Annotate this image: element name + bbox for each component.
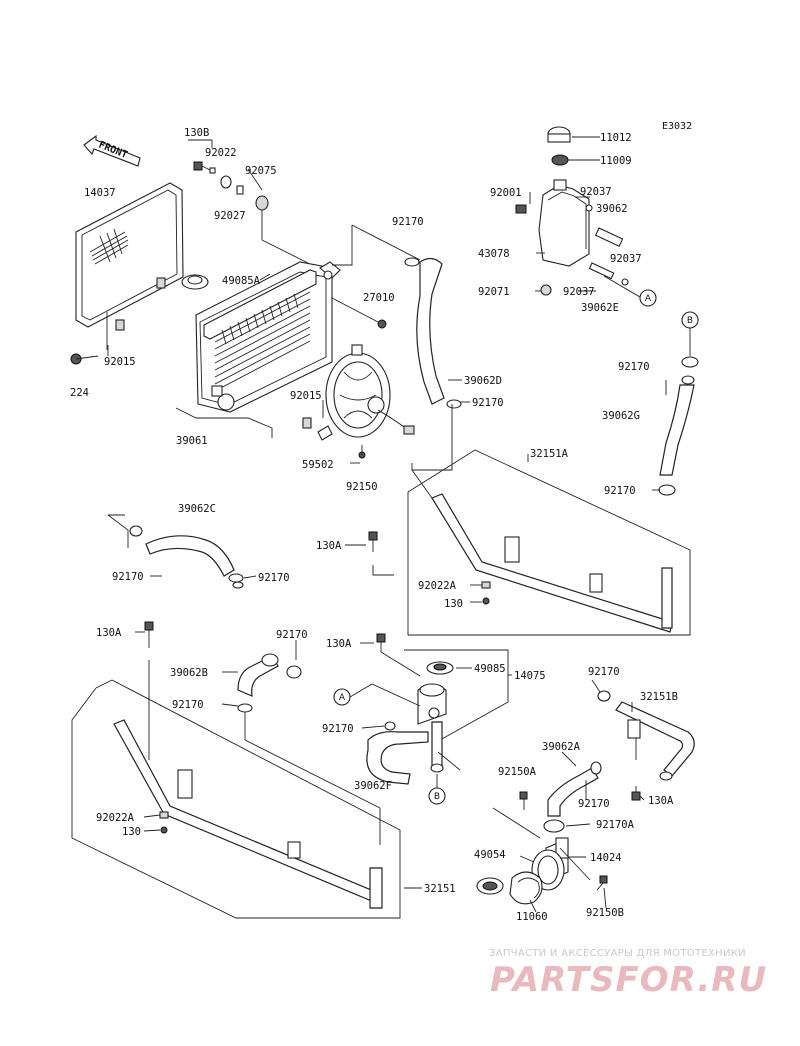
callout-a-lower-label: A — [339, 693, 346, 703]
callout-a-upper: A — [639, 289, 657, 307]
part-label-130-2: 130 — [122, 826, 141, 838]
part-label-130a-4: 130A — [648, 795, 674, 807]
callout-a-upper-label: A — [645, 294, 652, 304]
part-label-130-1: 130 — [444, 598, 463, 610]
part-label-11060: 11060 — [516, 911, 548, 923]
part-label-92170-a: 92170 — [392, 216, 424, 228]
part-label-92075: 92075 — [245, 165, 277, 177]
part-label-39061: 39061 — [176, 435, 208, 447]
diagram-code: E3032 — [662, 121, 692, 132]
part-label-32151a: 32151A — [530, 448, 569, 460]
part-label-11012: 11012 — [600, 132, 632, 144]
part-label-92027: 92027 — [214, 210, 246, 222]
pipe-32151a-part — [407, 449, 691, 636]
part-label-224: 224 — [70, 387, 89, 399]
part-label-32151: 32151 — [424, 883, 456, 895]
leader-lines — [107, 136, 667, 913]
part-label-39062e: 39062E — [581, 302, 619, 314]
part-label-92015-b: 92015 — [290, 390, 322, 402]
part-label-92170-i: 92170 — [322, 723, 354, 735]
part-label-92015-a: 92015 — [104, 356, 136, 368]
part-label-92037-b: 92037 — [610, 253, 642, 265]
top-fasteners — [70, 161, 309, 365]
pipe-32151b-part — [597, 690, 695, 801]
water-pump-parts — [476, 761, 608, 905]
callout-b-lower-label: B — [434, 792, 440, 802]
part-label-39062d: 39062D — [464, 375, 502, 387]
part-label-92170-g: 92170 — [276, 629, 308, 641]
part-label-92150b: 92150B — [586, 907, 624, 919]
part-label-39062b: 39062B — [170, 667, 208, 679]
part-label-49054: 49054 — [474, 849, 506, 861]
callout-b-upper-label: B — [687, 316, 693, 326]
thermostat-housing-part — [366, 633, 509, 788]
callout-a-lower: A — [333, 688, 351, 706]
part-label-92150a: 92150A — [498, 766, 537, 778]
part-label-92150: 92150 — [346, 481, 378, 493]
part-label-92170-b: 92170 — [472, 397, 504, 409]
watermark-logo: PARTSFOR.RU — [490, 960, 768, 1000]
part-label-130b: 130B — [184, 127, 209, 139]
part-label-59502: 59502 — [302, 459, 334, 471]
front-label: FRONT — [97, 140, 129, 161]
part-label-92170-c: 92170 — [618, 361, 650, 373]
watermark-caption: ЗАПЧАСТИ И АКСЕССУАРЫ ДЛЯ МОТОТЕХНИКИ — [489, 948, 746, 959]
part-label-92037-a: 92037 — [580, 186, 612, 198]
part-label-39062g: 39062G — [602, 410, 640, 422]
part-label-11009: 11009 — [600, 155, 632, 167]
part-label-92071: 92071 — [478, 286, 510, 298]
part-label-92037-c: 92037 — [563, 286, 595, 298]
part-label-39062a: 39062A — [542, 741, 581, 753]
part-label-92170-j: 92170 — [588, 666, 620, 678]
part-label-14075: 14075 — [514, 670, 546, 682]
front-arrow-icon: FRONT — [83, 134, 141, 167]
reservoir-tank-part — [515, 126, 641, 298]
hose-39062c-part — [107, 514, 244, 589]
part-label-14037: 14037 — [84, 187, 116, 199]
part-labels: 11012 11009 92001 92037 39062 43078 9203… — [70, 127, 678, 923]
part-label-39062c: 39062C — [178, 503, 216, 515]
part-label-39062f: 39062F — [354, 780, 392, 792]
part-label-49085a: 49085A — [222, 275, 261, 287]
screen-mesh — [89, 228, 129, 265]
bolt-130a-middle — [368, 531, 394, 576]
part-label-27010: 27010 — [363, 292, 395, 304]
radiator-screen-part — [75, 182, 184, 350]
part-label-39062: 39062 — [596, 203, 628, 215]
hose-39062d-part — [404, 257, 462, 409]
part-label-92022a-2: 92022A — [96, 812, 135, 824]
hose-39062b-part — [237, 653, 381, 845]
part-label-14024: 14024 — [590, 852, 622, 864]
hose-39062g-part — [658, 356, 699, 496]
part-label-92001: 92001 — [490, 187, 522, 199]
part-label-49085: 49085 — [474, 663, 506, 675]
part-label-92022a-1: 92022A — [418, 580, 457, 592]
radiator-fin-hatching — [221, 293, 299, 345]
pipe-32151-part — [71, 621, 401, 919]
part-label-92170a-2: 92170A — [596, 819, 635, 831]
part-label-130a-1: 130A — [316, 540, 342, 552]
part-label-43078: 43078 — [478, 248, 510, 260]
part-label-92022: 92022 — [205, 147, 237, 159]
part-label-130a-3: 130A — [326, 638, 352, 650]
part-label-32151b: 32151B — [640, 691, 678, 703]
part-label-92170-d: 92170 — [604, 485, 636, 497]
part-label-92170-h: 92170 — [172, 699, 204, 711]
part-label-92170-f: 92170 — [258, 572, 290, 584]
part-label-92170-e: 92170 — [112, 571, 144, 583]
callout-b-upper: B — [681, 311, 699, 356]
radiator-part — [181, 261, 387, 413]
cooling-fan-part — [302, 344, 415, 459]
radiator-fins — [214, 291, 311, 392]
callout-b-lower: B — [428, 787, 446, 805]
part-label-92170-k: 92170 — [578, 798, 610, 810]
part-label-130a-2: 130A — [96, 627, 122, 639]
